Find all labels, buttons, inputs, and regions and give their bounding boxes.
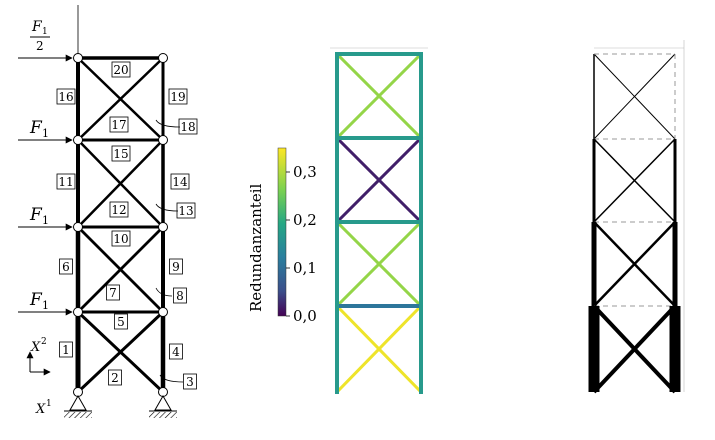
member-label-13: 13: [178, 204, 193, 218]
node: [73, 222, 83, 232]
right-member: [592, 304, 677, 394]
member-label-1: 1: [62, 343, 70, 357]
redundancy-colored-truss: [334, 51, 424, 395]
member-label-20: 20: [113, 63, 128, 77]
member-label-box: [56, 88, 76, 105]
right-member: [593, 53, 676, 140]
member-label-box: [108, 369, 122, 386]
axis-label-x1: X: [35, 402, 46, 417]
member-18: [76, 56, 165, 142]
member-label-box: [183, 373, 197, 390]
label-leader: [159, 374, 184, 383]
member-label-box: [59, 258, 73, 275]
node: [158, 307, 168, 317]
member-3: [76, 310, 165, 394]
member-label-3: 3: [186, 375, 194, 389]
member-label-9: 9: [172, 260, 180, 274]
node: [158, 53, 168, 63]
member-label-box: [176, 202, 196, 219]
member-label-box: [109, 201, 129, 218]
member-label-box: [111, 145, 131, 162]
member-label-box: [111, 230, 131, 247]
colorbar-gradient: [277, 147, 287, 317]
member-label-17: 17: [111, 118, 126, 132]
member-label-8: 8: [176, 289, 184, 303]
force-symbol: F: [29, 290, 43, 310]
member-label-box: [173, 287, 187, 304]
member-label-box: [59, 341, 73, 358]
force-top-denominator: 2: [36, 39, 44, 53]
node: [158, 222, 168, 232]
colorbar-tick-label: 0,3: [293, 163, 317, 181]
colorbar-tick-label: 0,1: [293, 259, 317, 277]
member-label-15: 15: [113, 147, 128, 161]
coordinate-axes: X 2 X 1: [26, 337, 52, 417]
node: [73, 307, 83, 317]
member-label-14: 14: [172, 175, 188, 189]
member-label-box: [168, 88, 188, 105]
member-label-box: [170, 173, 190, 190]
member-label-7: 7: [109, 286, 117, 300]
force-label: F 1: [29, 118, 49, 140]
node: [73, 53, 83, 63]
pin-support-left: [64, 394, 92, 418]
colorbar-tick-label: 0,2: [293, 211, 317, 229]
force-label-top: F 1 2: [30, 19, 50, 53]
label-leader: [155, 203, 179, 212]
member-label-box: [106, 284, 120, 301]
member-label-5: 5: [117, 315, 125, 329]
member-label-box: [178, 118, 198, 135]
axis-label-x1-sup: 1: [46, 399, 52, 409]
member-label-11: 11: [58, 175, 73, 189]
node: [158, 135, 168, 145]
colorbar-tick-label: 0,0: [293, 307, 317, 325]
right-member: [593, 138, 676, 223]
colored-member-3: [334, 303, 424, 395]
labeled-truss-diagram: F 1 2 F 1 F 1 F 1 X 2 X 1 12345678910111…: [18, 5, 198, 418]
member-label-16: 16: [58, 90, 73, 104]
member-label-box: [56, 173, 76, 190]
member-label-18: 18: [180, 120, 195, 134]
member-label-6: 6: [62, 260, 70, 274]
member-label-2: 2: [111, 371, 119, 385]
colorbar-title: Redundanzanteil: [247, 183, 265, 312]
member-13: [76, 138, 165, 229]
force-symbol: F: [29, 118, 43, 138]
cross-section-truss: [588, 40, 685, 394]
member-label-10: 10: [113, 232, 128, 246]
force-top-subscript: 1: [42, 27, 48, 37]
member-label-box: [111, 61, 131, 78]
force-subscript: 1: [42, 214, 49, 227]
force-symbol: F: [29, 205, 43, 225]
force-subscript: 1: [42, 127, 49, 140]
force-top-numerator: F: [31, 19, 43, 35]
member-8: [76, 225, 165, 314]
member-label-box: [109, 116, 129, 133]
member-label-box: [169, 343, 183, 360]
member-label-4: 4: [172, 345, 180, 359]
node: [73, 135, 83, 145]
label-leader: [155, 119, 181, 128]
member-label-19: 19: [170, 90, 185, 104]
member-label-box: [169, 258, 183, 275]
member-label-12: 12: [111, 203, 126, 217]
label-leader: [155, 287, 173, 297]
axis-label-x2: X: [30, 340, 41, 355]
force-label: F 1: [29, 290, 49, 312]
colored-member-8: [334, 219, 424, 309]
member-label-box: [114, 313, 128, 330]
force-subscript: 1: [42, 299, 49, 312]
force-label: F 1: [29, 205, 49, 227]
colored-member-12: [334, 135, 424, 225]
colorbar: 0,0 0,1 0,2 0,3 Redundanzanteil: [247, 147, 317, 325]
colored-member-18: [334, 51, 424, 141]
pin-support-right: [149, 394, 177, 418]
right-member: [593, 221, 676, 307]
axis-label-x2-sup: 2: [41, 337, 47, 347]
